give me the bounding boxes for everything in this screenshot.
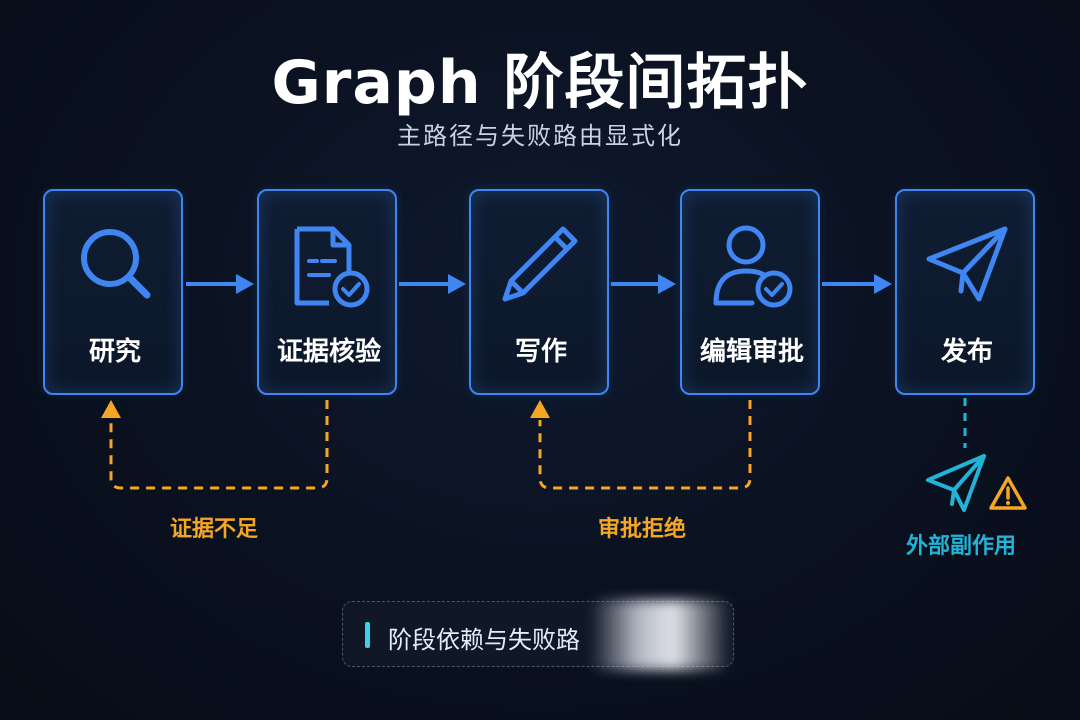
stage-publish[interactable]: 发布 — [895, 189, 1035, 395]
stage-editorial-approval[interactable]: 编辑审批 — [680, 189, 820, 395]
stage-label: 编辑审批 — [699, 337, 804, 367]
failure-route-label: 审批拒绝 — [598, 517, 687, 542]
paper-plane-icon — [926, 226, 1008, 302]
note-text: 阶段依赖与失败路 — [388, 626, 580, 654]
pencil-icon — [502, 226, 578, 302]
main-path-arrow — [399, 274, 466, 294]
warning-icon — [989, 476, 1027, 510]
main-path-arrow — [611, 274, 676, 294]
stage-writing[interactable]: 写作 — [469, 189, 609, 395]
note-accent-bar — [365, 622, 370, 648]
failure-route-label: 证据不足 — [170, 517, 259, 542]
stage-label: 证据核验 — [276, 337, 381, 367]
stage-research[interactable]: 研究 — [43, 189, 183, 395]
failure-route-arrow — [101, 400, 329, 490]
failure-route-arrow — [530, 400, 752, 490]
note-fade-overlay — [590, 600, 730, 670]
page-title: Graph 阶段间拓扑 — [271, 48, 809, 118]
page-subtitle: 主路径与失败路由显式化 — [397, 122, 683, 150]
stage-label: 写作 — [514, 337, 567, 367]
stage-label: 发布 — [940, 337, 993, 367]
user-check-icon — [713, 225, 793, 308]
paper-plane-icon — [926, 454, 986, 512]
stage-label: 研究 — [88, 337, 141, 367]
main-path-arrow — [186, 274, 254, 294]
main-path-arrow — [822, 274, 892, 294]
stage-evidence-check[interactable]: 证据核验 — [257, 189, 397, 395]
document-check-icon — [294, 226, 370, 308]
search-icon — [81, 229, 151, 299]
side-effect-label: 外部副作用 — [906, 534, 1017, 559]
